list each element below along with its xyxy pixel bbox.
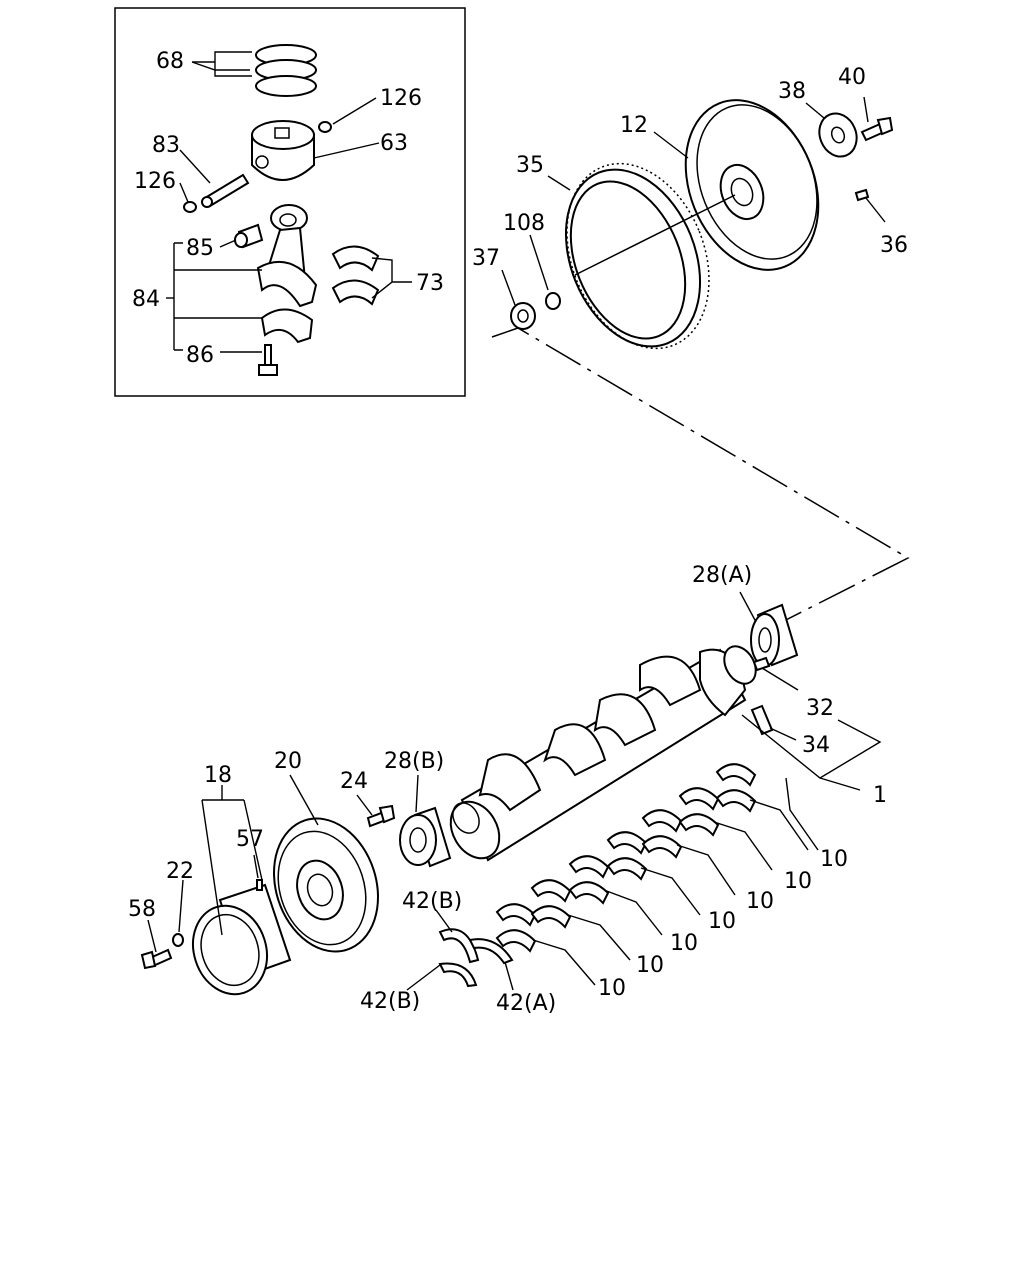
label-35: 35: [516, 153, 544, 178]
inset-leaders: [166, 51, 412, 353]
label-24: 24: [340, 769, 368, 794]
label-32: 32: [806, 696, 834, 721]
flywheel-leaders: [501, 96, 886, 306]
label-38: 38: [778, 79, 806, 104]
damper: [192, 883, 292, 996]
label-126: 126: [380, 86, 422, 111]
damper-pin: [256, 879, 263, 891]
inset-labels: 68 126 63 83 126 85 84 73 86: [132, 49, 444, 368]
label-86: 86: [186, 343, 214, 368]
assembly-axis: [574, 194, 736, 276]
label-10: 10: [670, 931, 698, 956]
o-ring: [545, 292, 561, 310]
damper-bolt: [140, 948, 173, 970]
label-85: 85: [186, 236, 214, 261]
rod-bearing-lower: [331, 279, 380, 306]
connector-line: [491, 327, 910, 628]
crank-leaders: [147, 591, 882, 991]
label-10: 10: [746, 889, 774, 914]
crank-gear-b: [399, 806, 452, 868]
flywheel-bolt: [860, 116, 894, 142]
label-42b: 42(B): [402, 889, 462, 914]
label-10: 10: [708, 909, 736, 934]
label-10: 10: [784, 869, 812, 894]
pulley-bolt: [366, 804, 396, 828]
crank-pin: [750, 704, 774, 736]
label-63: 63: [380, 131, 408, 156]
rod-cap: [260, 308, 314, 344]
label-68: 68: [156, 49, 184, 74]
rod-bearing-upper: [331, 245, 380, 272]
rod-bolt: [258, 344, 278, 376]
crank-pulley: [273, 817, 379, 953]
label-1: 1: [873, 783, 887, 808]
label-10: 10: [820, 847, 848, 872]
label-42a: 42(A): [496, 991, 556, 1016]
thrust-washer-b1: [438, 928, 480, 964]
pilot-bearing: [510, 302, 536, 330]
snap-ring: [183, 201, 197, 213]
label-28b: 28(B): [384, 749, 444, 774]
label-12: 12: [620, 113, 648, 138]
main-bearings: [495, 763, 757, 953]
label-37: 37: [472, 246, 500, 271]
label-22: 22: [166, 859, 194, 884]
label-126: 126: [134, 169, 176, 194]
snap-ring: [318, 121, 332, 133]
label-36: 36: [880, 233, 908, 258]
label-58: 58: [128, 897, 156, 922]
label-42b: 42(B): [360, 989, 420, 1014]
piston-rings: [255, 44, 317, 97]
label-57: 57: [236, 827, 264, 852]
part-labels: 12 35 38 40 108 37 36 28(A) 32 34 1 18 2…: [128, 65, 908, 1016]
label-34: 34: [802, 733, 830, 758]
ring-gear: [564, 162, 710, 350]
washer: [172, 933, 184, 947]
crank-gear-a: [750, 603, 799, 667]
label-10: 10: [636, 953, 664, 978]
label-40: 40: [838, 65, 866, 90]
flywheel-plate: [818, 112, 858, 158]
thrust-washer-b2: [438, 962, 478, 988]
label-10: 10: [598, 976, 626, 1001]
label-73: 73: [416, 271, 444, 296]
label-28a: 28(A): [692, 563, 752, 588]
label-20: 20: [274, 749, 302, 774]
flywheel: [684, 99, 820, 271]
dowel-pin: [854, 188, 870, 202]
inset-frame: [114, 7, 466, 397]
connecting-rod: [256, 204, 318, 308]
label-84: 84: [132, 287, 160, 312]
label-83: 83: [152, 133, 180, 158]
gear-key: [752, 656, 771, 672]
crankshaft: [449, 645, 757, 862]
label-108: 108: [503, 211, 545, 236]
thrust-washer-a: [468, 938, 514, 965]
piston: [251, 120, 315, 181]
label-18: 18: [204, 763, 232, 788]
